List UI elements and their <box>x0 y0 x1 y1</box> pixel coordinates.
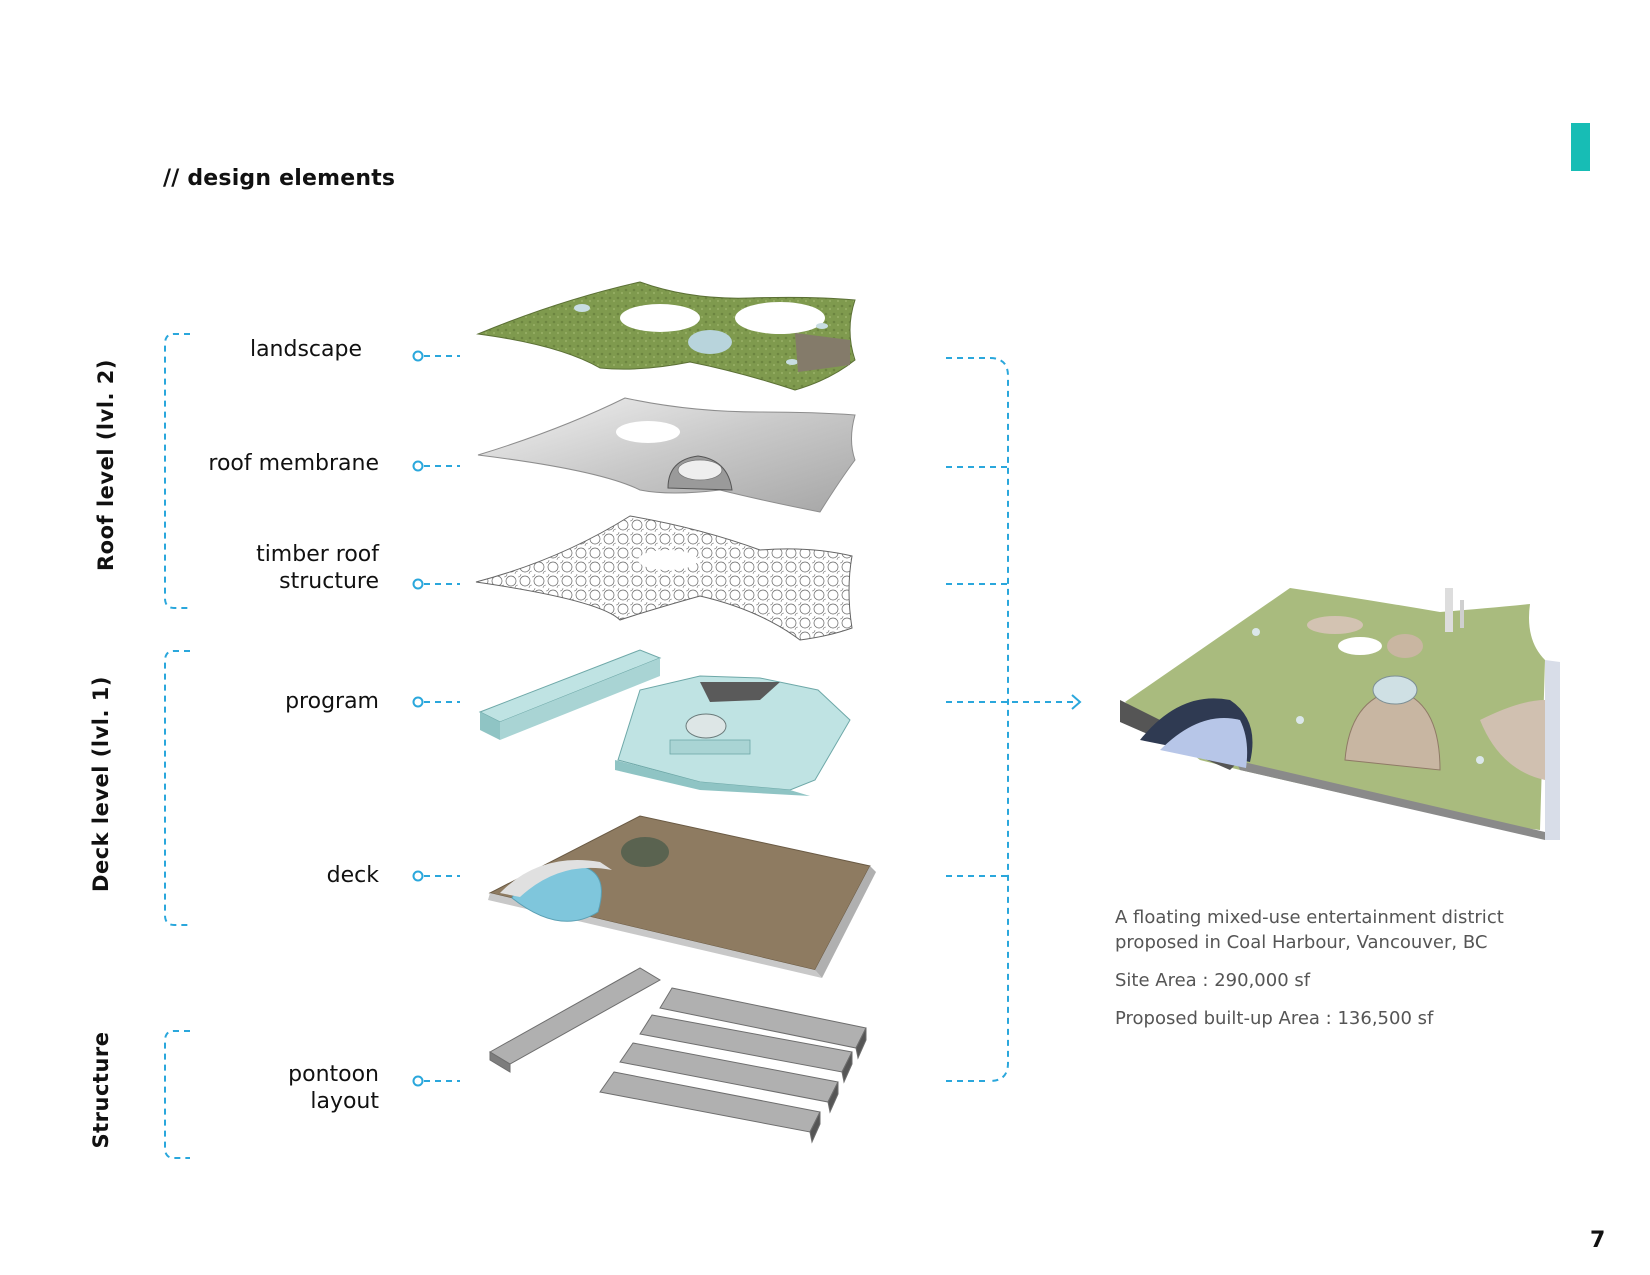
collector-bracket <box>946 358 1078 1081</box>
landscape-layer <box>478 282 855 390</box>
leader-dot-timber <box>414 580 423 589</box>
leader-dot-pontoon <box>414 1077 423 1086</box>
bracket-deck <box>165 651 190 925</box>
leader-dot-roof-membrane <box>414 462 423 471</box>
program-layer <box>480 650 850 796</box>
bracket-structure <box>165 1031 190 1158</box>
arrow-head <box>1072 695 1080 709</box>
leader-dot-landscape <box>414 352 423 361</box>
group-brackets <box>165 334 190 1158</box>
bracket-roof <box>165 334 190 608</box>
assembled-model <box>1120 588 1560 840</box>
timber-roof-layer <box>476 516 852 640</box>
roof-membrane-layer <box>478 398 855 512</box>
leader-dot-deck <box>414 872 423 881</box>
deck-layer <box>488 816 876 978</box>
leader-dot-program <box>414 698 423 707</box>
pontoon-layer <box>490 968 866 1142</box>
leader-lines <box>414 352 461 1086</box>
